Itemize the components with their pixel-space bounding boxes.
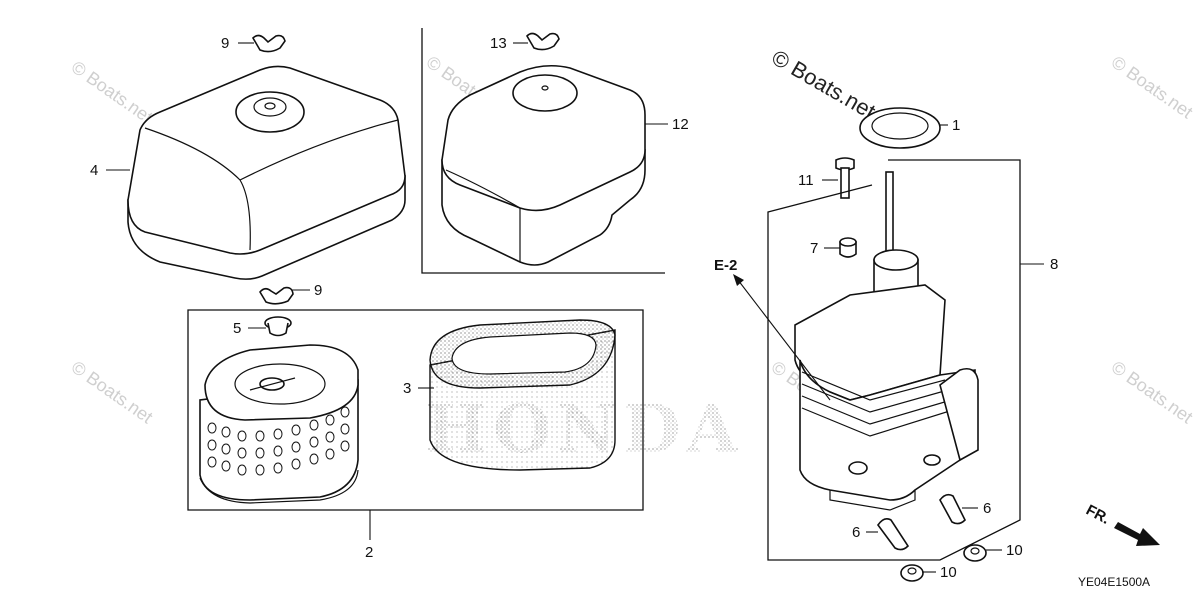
- assembly-box-12: [421, 28, 665, 274]
- part-wingnut-9-bottom: [259, 286, 294, 305]
- part-case-8: [794, 171, 979, 511]
- watermark-text: © Boats.net: [1108, 357, 1197, 427]
- watermark-text: © Boats.net: [68, 57, 157, 127]
- part-bolt-11: [835, 157, 855, 199]
- watermark-text: © Boats.net: [768, 45, 880, 124]
- diagram-code: YE04E1500A: [1078, 575, 1150, 589]
- part-nut-10-bottom: [900, 564, 924, 582]
- callout-10: 10: [940, 564, 957, 581]
- leader-lines: [106, 42, 1044, 573]
- part-tube-6-right: [939, 493, 966, 525]
- callout-13: 13: [490, 35, 507, 52]
- part-cover-4: [127, 65, 406, 280]
- callout-12: 12: [672, 116, 689, 133]
- part-gasket-1: [859, 107, 941, 149]
- assembly-box-8: [767, 159, 1021, 561]
- callout-11: 11: [798, 172, 814, 189]
- part-foam-element-3: [429, 319, 616, 471]
- watermark-text: © Boats.net: [1108, 52, 1197, 122]
- callout-6: 6: [983, 500, 991, 517]
- callout-7: 7: [810, 240, 818, 257]
- callout-10: 10: [1006, 542, 1023, 559]
- part-collar-7: [839, 237, 857, 258]
- callouts: 9 4 9 5 3 2 13 12 1 11 7 8 6 6 10 10 E-2: [90, 35, 1058, 581]
- callout-6: 6: [852, 524, 860, 541]
- part-grommet-5: [264, 316, 292, 337]
- part-filter-element-2: [199, 344, 359, 504]
- part-wingnut-13: [525, 32, 560, 51]
- front-direction-indicator: FR.: [1083, 502, 1160, 546]
- callout-2: 2: [365, 544, 373, 561]
- callout-9: 9: [314, 282, 322, 299]
- callout-1: 1: [952, 117, 960, 134]
- callout-4: 4: [90, 162, 98, 179]
- part-tube-6-left: [877, 518, 910, 551]
- assembly-box-2: [187, 309, 644, 511]
- front-label: FR.: [1083, 502, 1112, 528]
- watermark-text: © Boats.net: [68, 357, 157, 427]
- part-cover-12: [441, 64, 646, 266]
- reference-label: E-2: [714, 257, 737, 274]
- part-nut-10-right: [963, 544, 987, 562]
- callout-8: 8: [1050, 256, 1058, 273]
- part-wingnut-9-top: [251, 34, 286, 53]
- callout-5: 5: [233, 320, 241, 337]
- callout-9: 9: [221, 35, 229, 52]
- callout-3: 3: [403, 380, 411, 397]
